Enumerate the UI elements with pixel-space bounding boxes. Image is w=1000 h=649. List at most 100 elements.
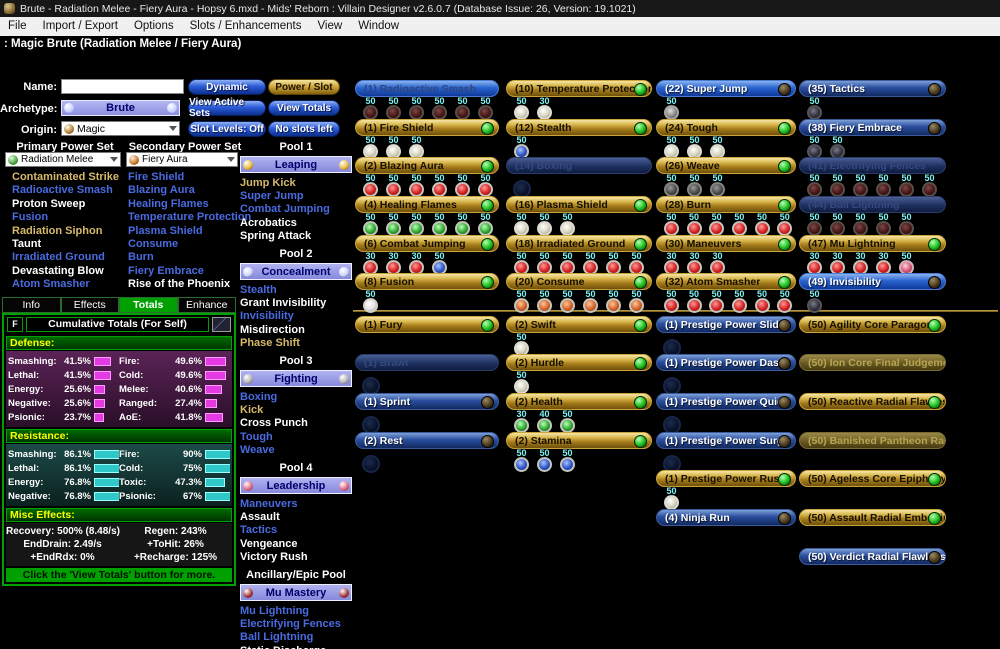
enhancement-slot[interactable]: 50 [359,290,382,314]
enhancement-slot[interactable]: 50 [510,448,533,472]
enhancement-slot[interactable]: 50 [625,290,648,314]
pool-power-boxing[interactable]: Boxing [240,391,278,404]
enhancement-slot[interactable]: 50 [826,213,849,237]
enhancement-slot[interactable]: 50 [359,174,382,198]
enhancement-slot[interactable]: 50 [533,213,556,237]
power-prestige-power-surge[interactable]: (1) Prestige Power Surge [656,431,796,449]
pool-next-icon[interactable] [339,266,349,277]
power-assault-radial-embodimen[interactable]: (50) Assault Radial Embodimen [799,508,946,526]
enhancement-slot[interactable]: 50 [602,251,625,275]
empty-slot[interactable] [359,410,382,434]
pool-power-invisibility[interactable]: Invisibility [240,310,294,323]
pool-prev-icon[interactable] [243,480,253,491]
enhancement-slot[interactable]: 50 [510,135,533,159]
menu-view[interactable]: View [317,20,343,32]
primary-power-radiation-siphon[interactable]: Radiation Siphon [12,224,103,237]
enhancement-slot[interactable]: 50 [872,213,895,237]
pool-prev-icon[interactable] [243,587,253,598]
enhancement-slot[interactable]: 50 [451,174,474,198]
enhancement-slot[interactable]: 50 [826,135,849,159]
pool-power-ball-lightning[interactable]: Ball Lightning [240,631,314,644]
origin-select[interactable]: Magic [61,121,180,136]
pool-power-super-jump[interactable]: Super Jump [240,190,304,203]
enhancement-slot[interactable]: 50 [579,251,602,275]
primary-power-contaminated-strike[interactable]: Contaminated Strike [12,171,119,183]
secondary-power-temperature-protection[interactable]: Temperature Protection [128,211,252,224]
pool-next-icon[interactable] [339,480,349,491]
enhancement-slot[interactable]: 50 [849,213,872,237]
primary-power-fusion[interactable]: Fusion [12,211,49,224]
enhancement-slot[interactable]: 30 [359,251,382,275]
enhancement-slot[interactable]: 50 [660,290,683,314]
dynamic-button[interactable]: Dynamic [188,79,266,95]
power-consume[interactable]: (20) Consume [506,273,652,291]
secondary-set-select[interactable]: Fiery Aura [126,152,238,167]
enhancement-slot[interactable]: 50 [751,213,774,237]
enhancement-slot[interactable]: 50 [510,97,533,120]
empty-slot[interactable] [359,371,382,396]
power-prestige-power-rush[interactable]: (1) Prestige Power Rush [656,470,796,488]
primary-power-taunt[interactable]: Taunt [12,238,42,251]
power-burn[interactable]: (28) Burn [656,196,796,214]
power-fusion[interactable]: (8) Fusion [355,273,499,291]
enhancement-slot[interactable]: 50 [359,135,382,159]
secondary-power-fiery-embrace[interactable]: Fiery Embrace [128,264,204,277]
enhancement-slot[interactable]: 50 [683,135,706,159]
slot-levels-off-button[interactable]: Slot Levels: Off [188,121,266,137]
power-prestige-power-quick[interactable]: (1) Prestige Power Quick [656,392,796,410]
pool-next-icon[interactable] [339,159,349,170]
enhancement-slot[interactable]: 50 [683,290,706,314]
power-hurdle[interactable]: (2) Hurdle [506,354,652,372]
enhancement-slot[interactable]: 50 [728,213,751,237]
enhancement-slot[interactable]: 50 [451,97,474,120]
power-agility-core-paragon[interactable]: (50) Agility Core Paragon [799,315,946,333]
power-reactive-radial-flawless[interactable]: (50) Reactive Radial Flawless [799,392,946,410]
secondary-power-healing-flames[interactable]: Healing Flames [128,197,209,210]
pool-select-leadership[interactable]: Leadership [240,477,352,495]
power-temperature-protection[interactable]: (10) Temperature Protection [506,80,652,97]
power-verdict-radial-flawless[interactable]: (50) Verdict Radial Flawless [799,547,946,565]
power-plasma-shield[interactable]: (16) Plasma Shield [506,196,652,214]
enhancement-slot[interactable]: 50 [751,290,774,314]
pool-power-combat-jumping[interactable]: Combat Jumping [240,203,330,216]
pool-select-concealment[interactable]: Concealment [240,263,352,281]
enhancement-slot[interactable]: 50 [705,290,728,314]
menu-import-export[interactable]: Import / Export [42,20,118,32]
power-maneuvers[interactable]: (30) Maneuvers [656,234,796,252]
tab-info[interactable]: Info [2,297,61,313]
secondary-power-fire-shield[interactable]: Fire Shield [128,171,185,183]
power-prestige-power-slide[interactable]: (1) Prestige Power Slide [656,315,796,333]
secondary-power-rise-of-the-phoenix[interactable]: Rise of the Phoenix [128,278,231,291]
power-banished-pantheon-radial[interactable]: (50) Banished Pantheon Radial [799,431,946,449]
power-super-jump[interactable]: (22) Super Jump [656,80,796,97]
enhancement-slot[interactable]: 50 [895,213,918,237]
empty-slot[interactable] [359,449,382,473]
enhancement-slot[interactable]: 50 [728,290,751,314]
enhancement-slot[interactable]: 50 [803,213,826,237]
enhancement-slot[interactable]: 30 [660,251,683,275]
pool-next-icon[interactable] [339,373,349,384]
power-boxing[interactable]: (14) Boxing [506,157,652,175]
power-electrifying-fences[interactable]: (41) Electrifying Fences [799,157,946,175]
menu-options[interactable]: Options [133,20,174,32]
enhancement-slot[interactable]: 50 [428,97,451,120]
empty-slot[interactable] [660,371,683,396]
enhancement-slot[interactable]: 50 [405,97,428,120]
pool-power-kick[interactable]: Kick [240,404,264,417]
pool-power-spring-attack[interactable]: Spring Attack [240,229,312,242]
enhancement-slot[interactable]: 50 [625,251,648,275]
primary-power-devastating-blow[interactable]: Devastating Blow [12,264,104,277]
pool-prev-icon[interactable] [243,373,253,384]
enhancement-slot[interactable]: 30 [405,251,428,275]
enhancement-slot[interactable]: 30 [872,251,895,275]
menu-window[interactable]: Window [358,20,400,32]
enhancement-slot[interactable]: 50 [602,290,625,314]
power-health[interactable]: (2) Health [506,392,652,410]
power-ninja-run[interactable]: (4) Ninja Run [656,508,796,526]
power-brawl[interactable]: (1) Brawl [355,354,499,372]
secondary-power-plasma-shield[interactable]: Plasma Shield [128,224,203,237]
power-combat-jumping[interactable]: (6) Combat Jumping [355,234,499,252]
pool-power-assault[interactable]: Assault [240,511,280,524]
power-swift[interactable]: (2) Swift [506,315,652,333]
enhancement-slot[interactable]: 50 [803,290,826,314]
